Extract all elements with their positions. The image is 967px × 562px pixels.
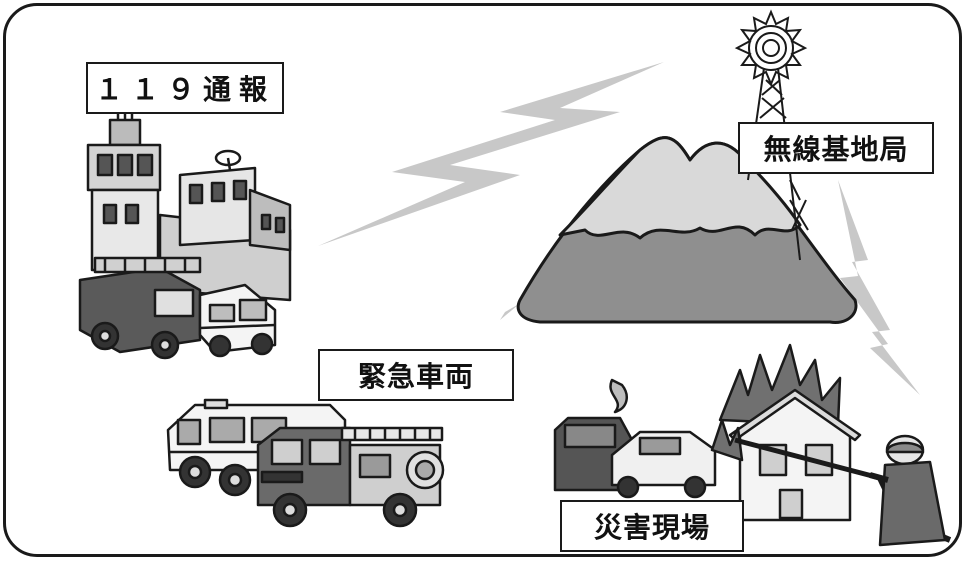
- label-radio-base-station: 無線基地局: [738, 122, 934, 174]
- fire-engine-icon: [78, 256, 202, 360]
- label-disaster-site: 災害現場: [560, 500, 744, 552]
- fire-engine-icon: [256, 426, 445, 528]
- firefighter-icon: [734, 434, 952, 547]
- lightning-bolt-icon: [838, 180, 920, 395]
- fire-station-icon: [86, 104, 292, 302]
- burning-cars-icon: [553, 378, 717, 499]
- burning-house-icon: [710, 343, 862, 522]
- radio-tower-icon: [734, 9, 809, 261]
- label-emergency-vehicles: 緊急車両: [318, 349, 514, 401]
- ambulance-icon: [198, 283, 277, 358]
- label-119-call: １１９通報: [86, 62, 284, 114]
